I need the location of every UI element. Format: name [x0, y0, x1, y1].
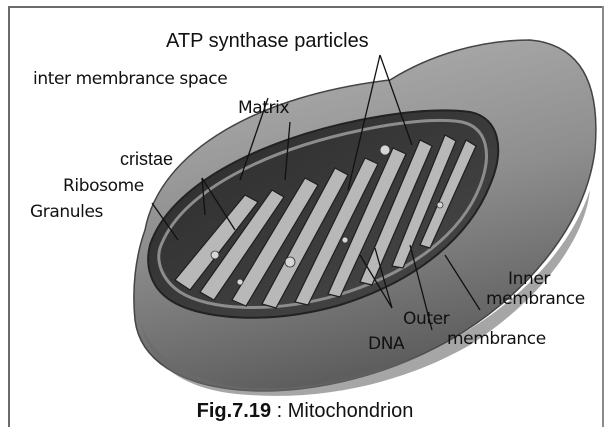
label-inner-line2: membrance [486, 291, 585, 308]
label-outer-line1: Outer [403, 311, 449, 328]
label-atp-synthase-particles: ATP synthase particles [166, 31, 369, 51]
label-granules: Granules [30, 204, 103, 221]
label-cristae: cristae [120, 150, 173, 168]
label-inner-line1: Inner [508, 271, 550, 288]
label-matrix: Matrix [238, 100, 289, 117]
figure-caption: Fig.7.19 : Mitochondrion [0, 400, 610, 423]
label-ribosome: Ribosome [63, 178, 144, 195]
label-outer-line2: membrance [447, 331, 546, 348]
label-dna: DNA [368, 336, 404, 353]
figure-number: Fig.7.19 [197, 400, 271, 422]
label-inter-membrance-space: inter membrance space [33, 71, 227, 88]
figure-title: Mitochondrion [288, 400, 414, 422]
caption-separator: : [271, 400, 288, 422]
